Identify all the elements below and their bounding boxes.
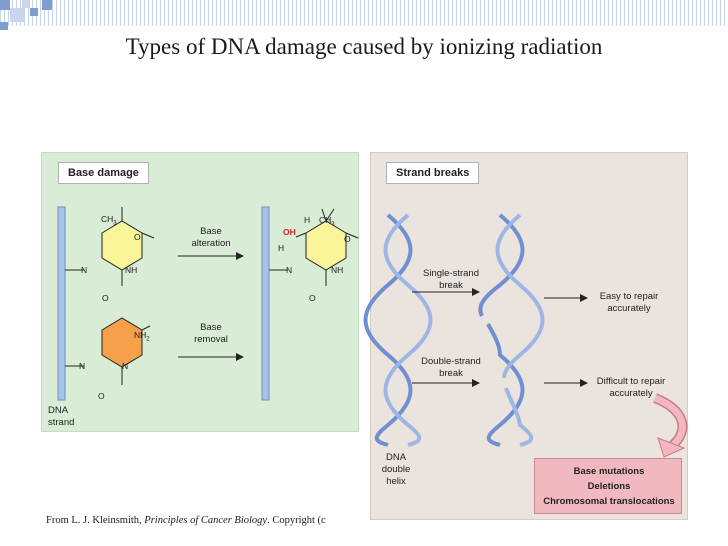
oxygen-label: O (98, 391, 105, 401)
oxygen-label: O (309, 293, 316, 303)
strand-breaks-tag: Strand breaks (386, 162, 480, 184)
hydrogen-label: H (304, 215, 311, 225)
source-credit: From L. J. Kleinsmith, Principles of Can… (46, 515, 326, 526)
oxygen-label: O (102, 293, 109, 303)
outcome-translocations: Chromosomal translocations (543, 496, 675, 507)
slide-title: Types of DNA damage caused by ionizing r… (125, 34, 603, 59)
nh-label: NH (125, 265, 138, 275)
oxygen-label: O (344, 234, 351, 244)
nitrogen-label: N (122, 361, 129, 371)
nitrogen-label: N (286, 265, 293, 275)
hydrogen-label: H (278, 243, 285, 253)
ch3-label: CH3 (319, 215, 335, 228)
outcome-deletions: Deletions (587, 481, 631, 492)
outcome-base-mutations: Base mutations (573, 466, 645, 477)
base-damage-panel (41, 152, 359, 432)
nh-label: NH (331, 265, 344, 275)
hydroxyl-label: OH (283, 227, 296, 237)
outcomes-box: Base mutations Deletions Chromosomal tra… (534, 458, 682, 514)
base-damage-tag: Base damage (58, 162, 149, 184)
nitrogen-label: N (81, 265, 88, 275)
nh2-label: NH2 (134, 330, 150, 343)
nitrogen-label: N (79, 361, 86, 371)
oxygen-label: O (134, 232, 141, 242)
ch3-label: CH3 (101, 214, 117, 227)
